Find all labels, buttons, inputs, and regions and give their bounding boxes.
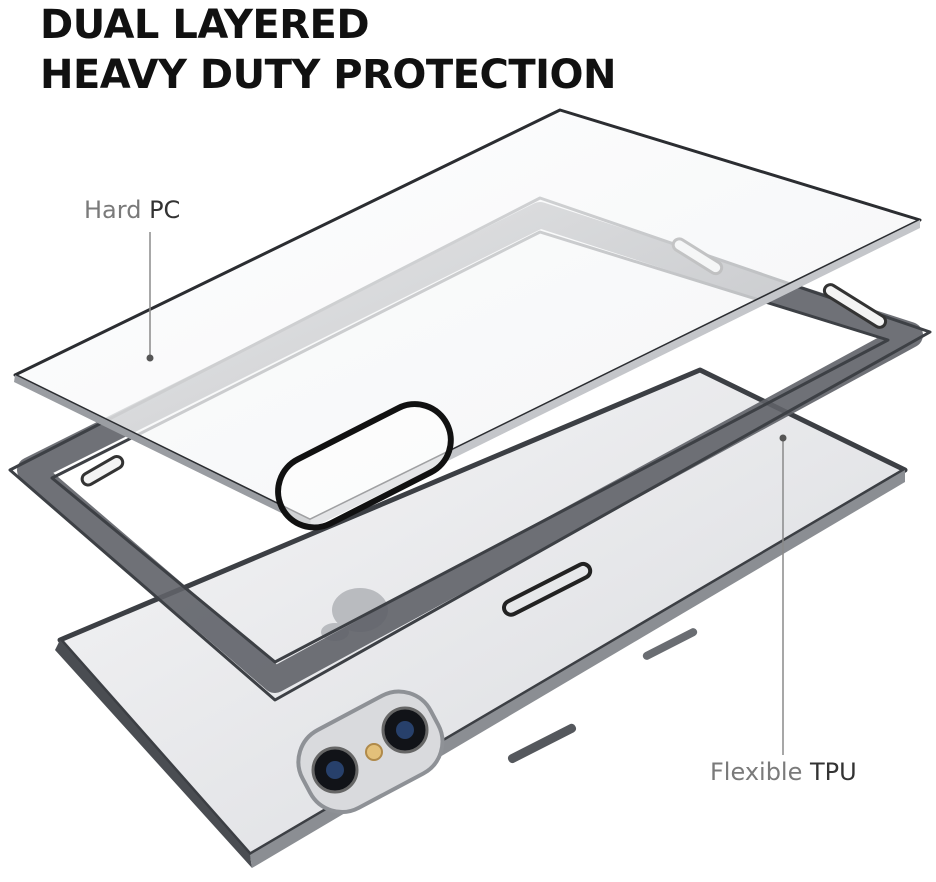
tpu-port-cutout-2 [822, 283, 888, 329]
hard-pc-panel [13, 108, 922, 531]
headline: DUAL LAYERED HEAVY DUTY PROTECTION [40, 0, 616, 100]
phone-power-button [642, 628, 698, 660]
tpu-button-cutout [502, 561, 593, 617]
hard-pc-leader-dot [146, 354, 154, 362]
hard-pc-callout-bold: PC [149, 196, 181, 224]
pc-panel-edge-right [310, 220, 920, 528]
hard-pc-callout-light: Hard [84, 196, 142, 224]
tpu-callout-light: Flexible [710, 758, 803, 786]
phone-side-edge [55, 640, 252, 868]
tpu-callout-bold: TPU [810, 758, 857, 786]
headline-line-2: HEAVY DUTY PROTECTION [40, 52, 616, 98]
iphone-back [55, 367, 908, 868]
hard-pc-callout: Hard PC [84, 196, 180, 224]
tpu-port-cutout-3 [80, 455, 125, 487]
callout-leaders [146, 232, 787, 755]
tpu-callout: Flexible TPU [710, 758, 857, 786]
pc-camera-cutout [275, 401, 454, 531]
phone-volume-button [507, 723, 577, 764]
headline-line-1: DUAL LAYERED [40, 2, 370, 48]
tpu-leader-dot [779, 434, 787, 442]
camera-module-icon [296, 689, 445, 814]
pc-panel-edge [14, 375, 312, 528]
